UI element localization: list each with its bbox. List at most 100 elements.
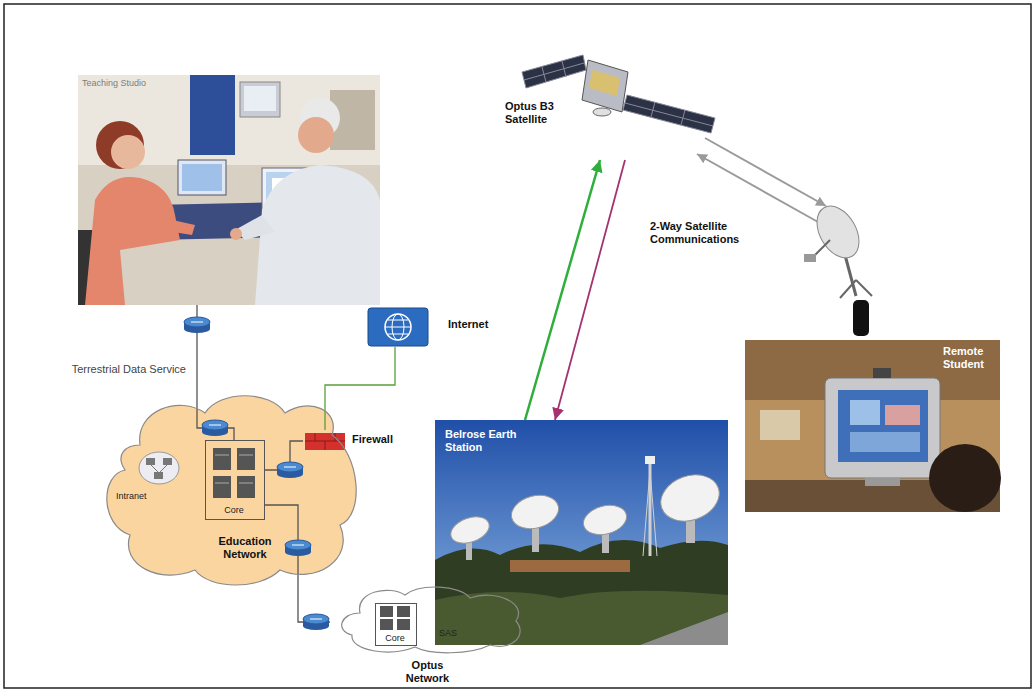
earth-station-photo bbox=[654, 467, 725, 529]
studio-photo bbox=[255, 165, 380, 305]
remote-student-photo bbox=[850, 400, 880, 425]
remote-dish bbox=[808, 199, 867, 265]
satellite-link-arrows bbox=[697, 154, 818, 222]
earth-station-photo bbox=[435, 591, 728, 645]
earth-station-photo: Belrose Earth Station bbox=[435, 420, 728, 645]
remote-dish bbox=[856, 280, 872, 296]
remote-student-photo: Remote Student bbox=[745, 340, 1000, 512]
studio-photo bbox=[78, 75, 380, 305]
internet-icon bbox=[368, 308, 428, 346]
core-switch-icon bbox=[237, 448, 255, 470]
connector bbox=[265, 505, 330, 622]
satellite-icon bbox=[593, 108, 611, 116]
router-icon bbox=[285, 540, 311, 550]
intranet-icon bbox=[151, 465, 158, 472]
router-icon bbox=[285, 540, 311, 556]
router-icon bbox=[202, 420, 228, 436]
studio-photo bbox=[85, 177, 180, 305]
core-switch-icon bbox=[215, 455, 229, 456]
satellite-icon bbox=[623, 95, 715, 133]
satellite-icon bbox=[522, 55, 586, 88]
studio-photo: Teaching Studio bbox=[78, 75, 380, 305]
intranet: Intranet bbox=[112, 447, 187, 509]
internet-icon bbox=[368, 308, 428, 346]
core-switch-icon bbox=[213, 448, 255, 498]
earth-station-photo bbox=[435, 420, 728, 645]
remote-student-photo bbox=[885, 405, 920, 425]
earth-station-photo bbox=[650, 470, 657, 556]
router-icon bbox=[184, 317, 210, 327]
node-label: Intranet bbox=[116, 491, 176, 502]
studio-photo bbox=[244, 86, 276, 111]
core-switch-icon bbox=[237, 476, 255, 498]
node-label: SAS bbox=[430, 628, 466, 639]
remote-student-photo bbox=[865, 478, 900, 486]
studio-photo bbox=[148, 215, 195, 235]
node-label: Optus Network bbox=[390, 659, 465, 685]
node-label: Remote Student bbox=[943, 345, 995, 371]
core-switch: Core bbox=[205, 440, 265, 520]
core-switch-icon bbox=[380, 619, 393, 630]
core-switch-icon bbox=[397, 606, 410, 617]
remote-student-photo bbox=[825, 378, 940, 478]
core-switch-icon bbox=[239, 483, 253, 484]
cloud-outline bbox=[107, 396, 356, 585]
frame bbox=[4, 4, 1031, 688]
router-icon bbox=[303, 614, 329, 630]
cloud-outline bbox=[342, 587, 520, 653]
router-icon bbox=[209, 425, 221, 426]
studio-photo bbox=[178, 160, 226, 195]
earth-station-photo bbox=[435, 420, 728, 645]
studio-photo bbox=[190, 75, 235, 155]
node-label: Belrose Earth Station bbox=[445, 428, 535, 454]
core-switch-icon bbox=[239, 455, 253, 456]
core-switch-icon bbox=[380, 606, 393, 617]
router-icon bbox=[284, 467, 296, 468]
studio-photo bbox=[298, 117, 334, 153]
router-icon bbox=[277, 462, 303, 478]
studio-photo bbox=[78, 75, 380, 305]
core-switch-icon bbox=[380, 606, 410, 630]
internet-icon bbox=[388, 320, 408, 321]
core-switch-icon bbox=[215, 483, 229, 484]
satellite-link-arrows bbox=[705, 138, 826, 206]
router-icon bbox=[277, 462, 303, 472]
remote-dish bbox=[804, 254, 816, 262]
connector bbox=[325, 347, 395, 430]
cloud-fill bbox=[107, 396, 356, 585]
intranet-icon bbox=[163, 458, 172, 465]
studio-photo bbox=[182, 164, 222, 191]
studio-photo bbox=[230, 228, 242, 240]
earth-station-photo bbox=[580, 501, 630, 539]
connector-label: Terrestrial Data Service bbox=[70, 363, 188, 376]
router-icon bbox=[303, 614, 329, 624]
core-switch: Core bbox=[375, 603, 417, 646]
remote-student-photo bbox=[873, 368, 891, 378]
remote-student-photo bbox=[745, 340, 1001, 512]
remote-student-photo bbox=[850, 432, 920, 452]
studio-photo bbox=[111, 135, 145, 169]
satellite-icon bbox=[625, 103, 713, 126]
satellite-icon bbox=[524, 63, 584, 80]
intranet-icon bbox=[139, 452, 179, 484]
core-switch-icon bbox=[213, 476, 231, 498]
internet-icon bbox=[385, 314, 411, 340]
node-label: Optus B3 Satellite bbox=[505, 100, 567, 126]
router-icon bbox=[202, 420, 228, 430]
satellite: Optus B3 Satellite bbox=[500, 30, 730, 160]
internet-icon bbox=[385, 327, 411, 328]
internet-node: Internet bbox=[365, 305, 506, 347]
cloud-fill bbox=[107, 396, 356, 585]
earth-station-photo bbox=[643, 470, 650, 556]
satellite-modem bbox=[853, 300, 869, 336]
label-holder: Terrestrial Data Service bbox=[70, 363, 188, 376]
satellite-link-arrows bbox=[697, 138, 826, 222]
router-icon bbox=[184, 317, 210, 333]
earth-station-photo bbox=[508, 490, 563, 533]
intranet-icon bbox=[146, 458, 155, 465]
router-icon bbox=[292, 545, 304, 546]
network-cloud: Optus Network CoreSAS bbox=[330, 585, 525, 688]
node-label: Teaching Studio bbox=[82, 78, 192, 89]
network-cloud: Education NetworkIntranetCore bbox=[100, 385, 368, 590]
